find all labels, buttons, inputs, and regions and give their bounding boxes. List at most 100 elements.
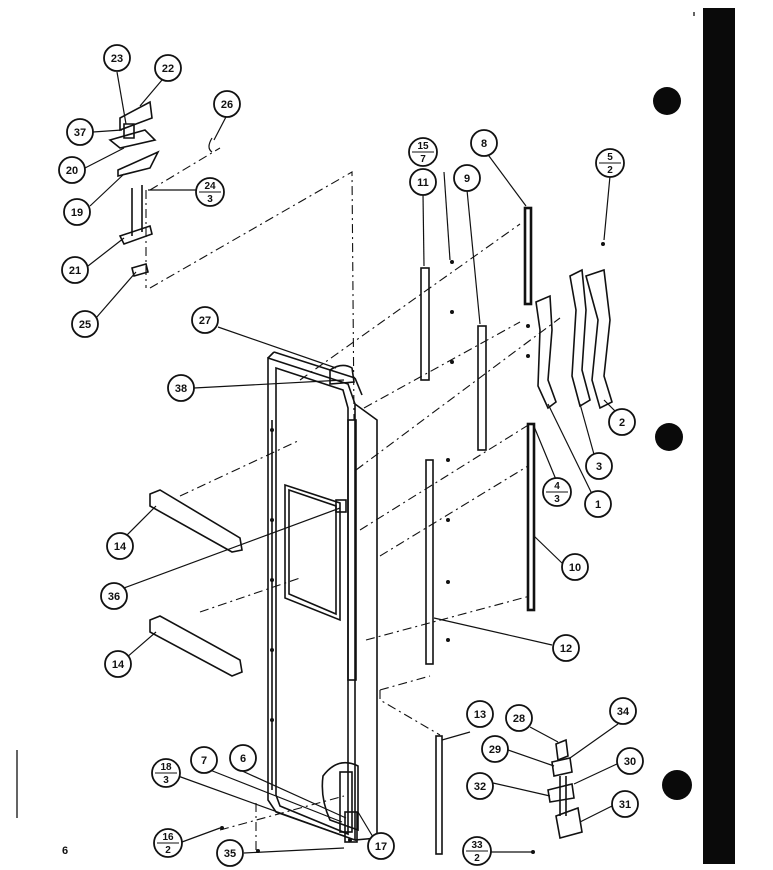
svg-text:36: 36 [108, 591, 120, 603]
shelf-brackets [149, 489, 243, 677]
lower-hinge-assembly [531, 738, 583, 854]
svg-text:23: 23 [111, 53, 123, 65]
fraction-callout: 15 7 [408, 137, 438, 167]
callout: 21 [61, 256, 89, 284]
callout: 34 [609, 697, 637, 725]
svg-text:6: 6 [240, 753, 246, 765]
callout: 3 [585, 452, 613, 480]
svg-text:2: 2 [474, 853, 480, 864]
svg-text:16: 16 [162, 832, 174, 843]
callout: 8 [470, 129, 498, 157]
callout: 11 [409, 168, 437, 196]
svg-text:7: 7 [201, 755, 207, 767]
callout: 27 [191, 306, 219, 334]
svg-text:10: 10 [569, 562, 581, 574]
svg-text:2: 2 [165, 845, 171, 856]
svg-text:28: 28 [513, 713, 525, 725]
callout: 25 [71, 310, 99, 338]
svg-text:3: 3 [207, 194, 213, 205]
svg-text:27: 27 [199, 315, 211, 327]
svg-text:13: 13 [474, 709, 486, 721]
svg-text:2: 2 [607, 165, 613, 176]
callout: 12 [552, 634, 580, 662]
callout: 22 [154, 54, 182, 82]
svg-text:25: 25 [79, 319, 91, 331]
svg-text:33: 33 [471, 840, 483, 851]
svg-text:3: 3 [596, 461, 602, 473]
callout: 20 [58, 156, 86, 184]
callout: 32 [466, 772, 494, 800]
projection-lines [145, 147, 561, 850]
callout: 6 [229, 744, 257, 772]
callout: 36 [100, 582, 128, 610]
callout: 35 [216, 839, 244, 867]
svg-text:15: 15 [417, 141, 429, 152]
svg-text:3: 3 [163, 775, 169, 786]
svg-text:22: 22 [162, 63, 174, 75]
svg-text:18: 18 [160, 762, 172, 773]
svg-text:2: 2 [619, 417, 625, 429]
callout: 1 [584, 490, 612, 518]
svg-text:26: 26 [221, 99, 233, 111]
callout: 29 [481, 735, 509, 763]
svg-text:20: 20 [66, 165, 78, 177]
svg-text:31: 31 [619, 799, 631, 811]
callout: 38 [167, 374, 195, 402]
svg-text:11: 11 [417, 177, 429, 189]
callout: 14 [106, 532, 134, 560]
svg-text:34: 34 [617, 706, 630, 718]
svg-text:14: 14 [112, 659, 125, 671]
fraction-callout: 5 2 [595, 148, 625, 178]
scan-edge-bar [703, 8, 735, 864]
svg-text:9: 9 [464, 173, 470, 185]
svg-text:30: 30 [624, 756, 636, 768]
bracket-36 [335, 499, 347, 513]
callout: 17 [367, 832, 395, 860]
upper-hinge-assembly [108, 100, 213, 277]
svg-text:17: 17 [375, 841, 387, 853]
callout: 10 [561, 553, 589, 581]
callout: 37 [66, 118, 94, 146]
callout: 7 [190, 746, 218, 774]
callout: 13 [466, 700, 494, 728]
callout: 14 [104, 650, 132, 678]
callout: 2 [608, 408, 636, 436]
binder-hole-top [653, 87, 681, 115]
binder-hole-bottom [662, 770, 692, 800]
svg-text:3: 3 [554, 494, 560, 505]
callout: 19 [63, 198, 91, 226]
fraction-callout: 16 2 [153, 828, 183, 858]
svg-text:19: 19 [71, 207, 83, 219]
clip-27 [329, 364, 355, 385]
svg-text:21: 21 [69, 265, 81, 277]
binder-hole-middle [655, 423, 683, 451]
callout: 31 [611, 790, 639, 818]
svg-text:5: 5 [607, 152, 613, 163]
fraction-callout: 4 3 [542, 477, 572, 507]
page-number: 6 [62, 845, 68, 857]
door-handle-pieces [535, 268, 613, 410]
trim-strips [420, 206, 605, 855]
svg-text:1: 1 [595, 499, 601, 511]
svg-text:14: 14 [114, 541, 127, 553]
callout: 26 [213, 90, 241, 118]
svg-text:4: 4 [554, 481, 560, 492]
svg-text:7: 7 [420, 154, 426, 165]
svg-text:24: 24 [204, 181, 216, 192]
svg-text:12: 12 [560, 643, 572, 655]
svg-text:37: 37 [74, 127, 86, 139]
svg-text:8: 8 [481, 138, 487, 150]
svg-text:29: 29 [489, 744, 501, 756]
callout-labels: 23 22 26 37 20 19 21 25 11 9 8 27 38 2 3… [58, 44, 644, 867]
svg-text:32: 32 [474, 781, 486, 793]
door-frame [267, 351, 378, 842]
svg-text:38: 38 [175, 383, 187, 395]
callout: 9 [453, 164, 481, 192]
fraction-callout: 24 3 [195, 177, 225, 207]
fraction-callouts: 24 3 15 7 5 2 4 3 18 3 [151, 137, 625, 866]
callout: 30 [616, 747, 644, 775]
callout: 28 [505, 704, 533, 732]
fraction-callout: 33 2 [462, 836, 492, 866]
svg-text:35: 35 [224, 848, 236, 860]
